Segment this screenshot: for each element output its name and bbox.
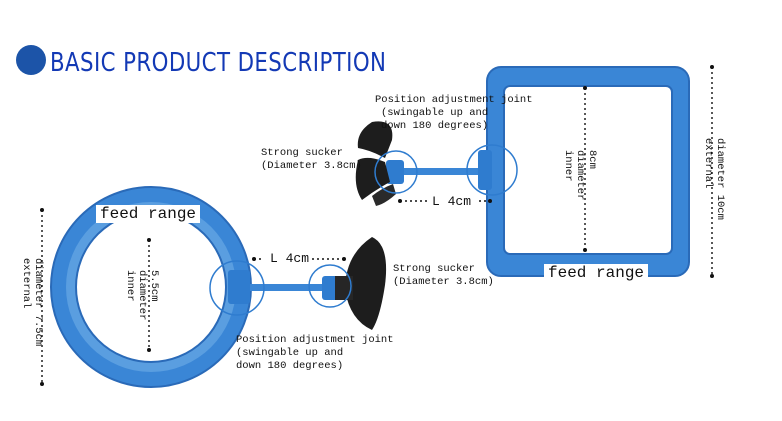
joint-label-line: down 180 degrees) (381, 120, 489, 132)
square-joint-label: Position adjustment joint (swingable up … (375, 94, 533, 133)
round-feed-range-label: feed range (96, 205, 201, 223)
page-title: BASIC PRODUCT DESCRIPTION (50, 48, 387, 78)
inner-line: 5.5cm (148, 270, 160, 302)
round-feeder-rod (228, 270, 340, 304)
round-feeder-ring (50, 186, 252, 388)
external-line: external (20, 258, 32, 309)
joint-label-line: down 180 degrees) (236, 360, 344, 372)
joint-label-line: (swingable up and (381, 107, 489, 119)
title-bullet (16, 45, 46, 75)
external-line: diameter 7.5cm (32, 258, 44, 347)
square-feeder-frame (486, 66, 690, 277)
round-sucker (335, 237, 387, 330)
round-sucker-label: Strong sucker (Diameter 3.8cm) (393, 263, 494, 289)
sucker-label-line: (Diameter 3.8cm) (393, 276, 494, 288)
joint-label-line: Position adjustment joint (375, 94, 533, 106)
square-sucker-label: Strong sucker (Diameter 3.8cm) (261, 147, 362, 173)
sucker-highlight-circle (374, 150, 418, 194)
inner-line: inner (124, 270, 136, 302)
inner-line: diameter (136, 270, 148, 321)
square-inner-diameter-label: 8cm diameter inner (562, 150, 598, 200)
square-external-diameter-label: diameter 10cm external (702, 138, 726, 220)
joint-label-line: (swingable up and (236, 347, 344, 359)
round-external-diameter-label: diameter 7.5cm external (20, 258, 44, 346)
inner-line: inner (562, 150, 574, 182)
sucker-label-line: Strong sucker (261, 147, 343, 159)
square-feeder-rod (386, 150, 492, 190)
joint-label-line: Position adjustment joint (236, 334, 394, 346)
round-joint-label: Position adjustment joint (swingable up … (236, 334, 394, 373)
joint-highlight-circle (466, 144, 518, 196)
sucker-label-line: (Diameter 3.8cm) (261, 160, 362, 172)
inner-line: diameter (574, 150, 586, 201)
inner-line: 8cm (586, 150, 598, 169)
sucker-label-line: Strong sucker (393, 263, 475, 275)
round-inner-diameter-label: 5.5cm diameter inner (124, 270, 160, 320)
external-line: external (702, 138, 714, 189)
square-feed-range-label: feed range (544, 264, 649, 282)
square-sucker (355, 121, 396, 206)
round-length-label: L 4cm (270, 251, 310, 266)
square-length-label: L 4cm (432, 194, 472, 209)
external-line: diameter 10cm (714, 138, 726, 220)
joint-highlight-circle (209, 260, 265, 316)
sucker-highlight-circle (308, 264, 352, 308)
